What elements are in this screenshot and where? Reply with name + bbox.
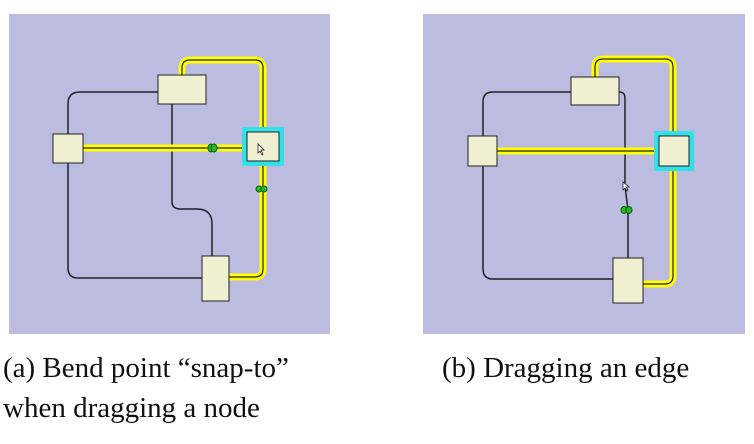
node-right-selected[interactable] bbox=[654, 131, 694, 171]
node-bottom[interactable] bbox=[201, 255, 230, 302]
edge-top-bottom[interactable] bbox=[171, 102, 213, 256]
node-top[interactable] bbox=[157, 74, 207, 105]
caption-b: (b) Dragging an edge bbox=[442, 352, 690, 384]
edge-left-top[interactable] bbox=[67, 91, 158, 164]
diagram-panel-b bbox=[423, 14, 745, 334]
bend-handle[interactable] bbox=[620, 206, 633, 214]
node-bottom[interactable] bbox=[612, 257, 644, 304]
caption-a-line-1: (a) Bend point “snap-to” bbox=[3, 352, 289, 384]
edge-left-top[interactable] bbox=[482, 91, 571, 136]
node-top[interactable] bbox=[570, 76, 620, 106]
highlighted-edge-top-bottom-via-right[interactable] bbox=[591, 55, 677, 288]
highlighted-edge-top-bottom-via-right[interactable] bbox=[178, 56, 267, 281]
node-left[interactable] bbox=[467, 135, 498, 167]
node-right-selected[interactable] bbox=[242, 127, 284, 166]
caption-a-line-2: when dragging a node bbox=[3, 392, 260, 424]
mouse-cursor-icon bbox=[622, 181, 631, 192]
edge-dragged[interactable] bbox=[618, 91, 629, 258]
graph-canvas-b bbox=[467, 55, 694, 304]
graph-canvas-a bbox=[52, 56, 284, 302]
diagram-panel-a bbox=[9, 14, 330, 334]
mouse-cursor-icon bbox=[257, 143, 265, 156]
edge-left-bottom[interactable] bbox=[67, 164, 202, 279]
edge-left-bottom[interactable] bbox=[482, 166, 613, 280]
node-left[interactable] bbox=[52, 133, 84, 164]
bend-handle[interactable] bbox=[207, 143, 218, 153]
bend-handle[interactable] bbox=[255, 185, 268, 193]
